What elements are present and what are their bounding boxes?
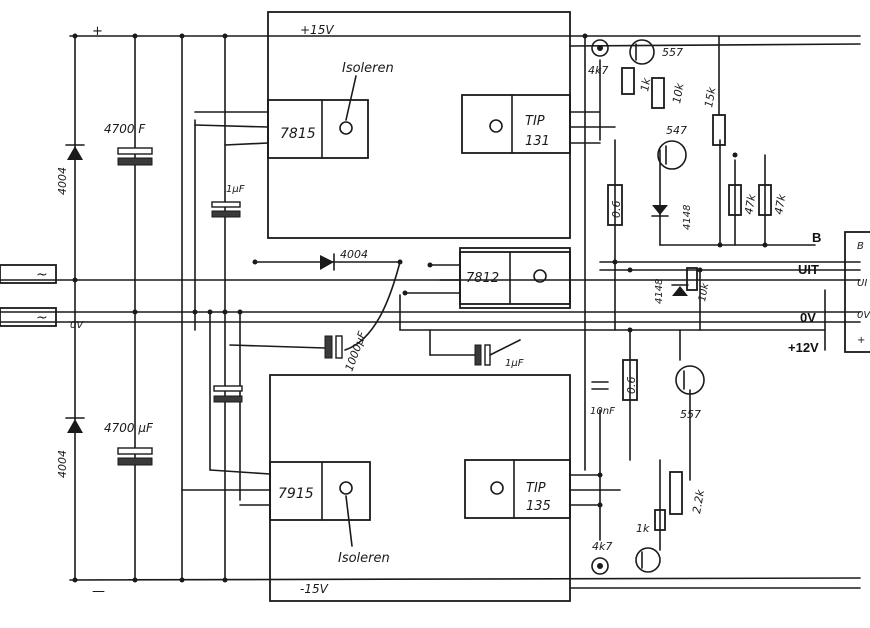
out-uit-label: UIT [798, 262, 819, 277]
transistor-557-bottom: 557 [675, 365, 705, 421]
regulator-7815: 7815 [267, 99, 369, 159]
ac-1-label: ~ [36, 267, 48, 283]
regulator-7812-label: 7812 [466, 271, 499, 286]
diode-bottom-label: 4004 [56, 450, 69, 478]
cap-1uf-mid-label: 1µF [505, 358, 524, 369]
d-4148-b-label: 4148 [654, 279, 665, 304]
resistor-10k-top: 10k [651, 77, 687, 109]
plus15v-label: +15V [300, 23, 334, 37]
t-557-top-label: 557 [662, 46, 683, 59]
edge-uit-label: UI [857, 278, 867, 289]
output-connector: B UIT 0V +12V B UI 0V + [788, 230, 870, 355]
ac-2-label: ~ [36, 310, 48, 326]
ac-input-2: ~ [0, 307, 57, 327]
isoleren-top-label: Isoleren [342, 61, 394, 76]
power-rails [0, 35, 861, 589]
t-547-label: 547 [666, 124, 687, 137]
r-1k-bot-label: 1k [636, 522, 650, 535]
transistor-557-top: 557 [629, 39, 683, 65]
r-47k-b-label: 47k [772, 193, 788, 216]
cap-10nf: 10nF [590, 381, 615, 417]
out-12v-label: +12V [788, 340, 819, 355]
cap-1000-label: 1000µF [343, 329, 370, 373]
t-557-bot-label: 557 [680, 408, 701, 421]
diode-4004-top: 4004 [56, 144, 85, 195]
resistor-47k-b: 47k [758, 184, 789, 216]
tip131-label-2: 131 [525, 134, 550, 149]
cap-4700-top: 4700 F [104, 122, 153, 166]
resistor-1k-top: 1k [621, 67, 653, 95]
r-10k-mid-label: 10k [697, 281, 711, 302]
minus-sign: — [92, 584, 105, 599]
cap-1000uf: 1000µF [324, 329, 370, 373]
d-4148-a-label: 4148 [682, 205, 693, 230]
cap-top-label: 4700 F [104, 122, 146, 136]
diode-mid-label: 4004 [340, 248, 368, 261]
diode-top-label: 4004 [56, 167, 69, 195]
cap-1uf-bottom [213, 385, 243, 403]
transistor-557-lower [635, 547, 661, 573]
resistor-4k7-bottom: 4k7 [591, 540, 612, 575]
diode-4004-bottom: 4004 [56, 417, 85, 478]
r-06-bot-label: 0.6 [625, 377, 638, 395]
diode-4148-b: 4148 [654, 279, 689, 304]
transistor-tip135: TIP 135 [464, 459, 571, 519]
edge-plus-label: + [857, 335, 865, 346]
resistor-10k-mid: 10k [686, 267, 711, 303]
r-15k-label: 15k [702, 86, 718, 109]
junction-dots [72, 33, 768, 583]
resistor-15k: 15k [702, 35, 726, 146]
regulator-7815-label: 7815 [280, 126, 316, 142]
out-b-label: B [812, 230, 821, 245]
transistor-547: 547 [657, 124, 687, 170]
regulator-7915: 7915 [269, 461, 371, 521]
r-4k7-bot-label: 4k7 [592, 540, 612, 553]
resistor-06-bottom: 0.6 [622, 359, 638, 401]
resistor-4k7-top: 4k7 [588, 39, 609, 77]
r-10k-top-label: 10k [670, 82, 686, 105]
isoleren-top-arrow [345, 75, 357, 121]
r-22k-label: 2.2k [690, 488, 707, 514]
diode-4004-mid: 4004 [254, 248, 401, 351]
tip135-label-1: TIP [526, 481, 546, 496]
transistor-tip131: TIP 131 [461, 94, 571, 154]
regulator-7812: 7812 [459, 251, 571, 305]
component-leads [181, 111, 621, 506]
regulator-7915-label: 7915 [278, 486, 314, 502]
diode-4148-a: 4148 [651, 205, 693, 230]
r-06-top-label: 0.6 [610, 201, 623, 219]
isoleren-bottom-arrow [345, 495, 353, 547]
ac-input-1: ~ [0, 264, 57, 284]
r-1k-top-label: 1k [638, 76, 653, 92]
cap-1uf-top-label: 1µF [226, 184, 245, 195]
resistor-47k-a: 47k [728, 184, 759, 216]
plus-sign: + [92, 24, 103, 39]
zero-left-label: 0V [70, 320, 84, 331]
resistor-06-top: 0.6 [607, 184, 623, 226]
cap-4700-bottom: 4700 µF [104, 421, 154, 466]
cap-10nf-label: 10nF [590, 406, 615, 417]
out-0v-label: 0V [800, 310, 816, 325]
resistor-1k-bottom: 1k [636, 509, 666, 535]
heatsink-box-negative [269, 374, 571, 602]
cap-bottom-label: 4700 µF [104, 421, 154, 435]
r-47k-a-label: 47k [742, 193, 758, 216]
minus15v-label: -15V [300, 582, 329, 596]
r-4k7-top-label: 4k7 [588, 64, 608, 77]
resistor-22k: 2.2k [669, 471, 707, 515]
tip135-label-2: 135 [526, 499, 551, 514]
edge-0v-label: 0V [857, 310, 870, 321]
tip131-label-1: TIP [525, 114, 545, 129]
cap-1uf-mid: 1µF [429, 329, 524, 369]
cap-1uf-top: 1µF [211, 184, 245, 218]
edge-b-label: B [857, 241, 864, 252]
isoleren-bottom-label: Isoleren [338, 551, 390, 566]
